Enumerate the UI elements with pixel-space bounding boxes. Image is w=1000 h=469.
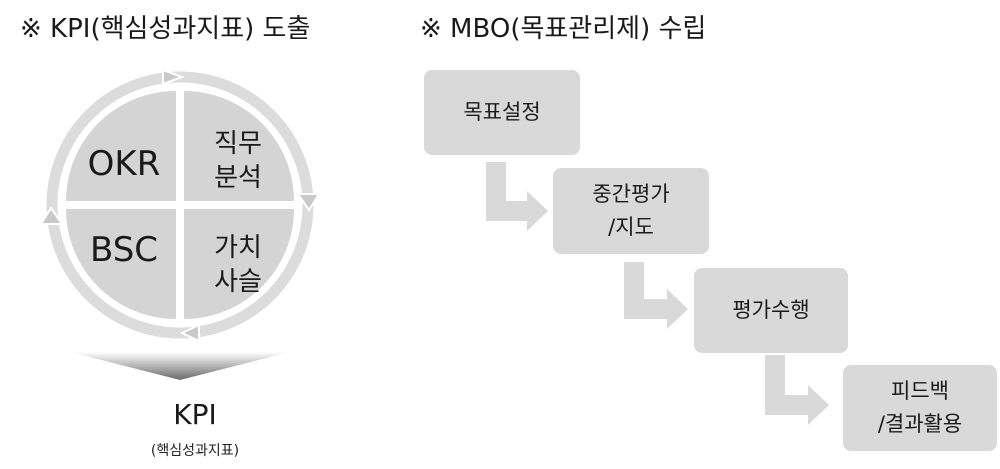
cycle-arrowhead-top: [162, 68, 185, 86]
kpi-funnel-arrow: [70, 352, 290, 380]
step-4-line-2: /결과활용: [877, 412, 963, 436]
step-2-line-2: /지도: [608, 215, 654, 239]
step-arrow-1: [486, 162, 548, 231]
kpi-label: KPI: [173, 398, 217, 431]
kpi-sublabel: (핵심성과지표): [150, 443, 240, 459]
step-box-goal-setting: 목표설정: [424, 70, 580, 155]
cycle-arrowhead-left: [39, 206, 64, 225]
step-4-line-1: 피드백: [891, 379, 949, 404]
mbo-section-title: ※ MBO(목표관리제) 수립: [420, 14, 707, 44]
step-box-feedback: 피드백 /결과활용: [843, 365, 997, 451]
value-chain-line-1: 가치: [214, 233, 262, 263]
cycle-arrowhead-right: [296, 193, 321, 212]
step-1-line-1: 목표설정: [463, 100, 541, 125]
job-analysis-line-1: 직무: [214, 129, 262, 159]
quadrant-job-analysis-bg: [184, 91, 294, 201]
job-analysis-label: 직무 분석: [186, 128, 290, 196]
job-analysis-line-2: 분석: [214, 162, 262, 193]
step-2-line-1: 중간평가: [592, 182, 670, 207]
kpi-section-title: ※ KPI(핵심성과지표) 도출: [20, 14, 311, 44]
value-chain-line-2: 사슬: [214, 266, 262, 297]
step-box-midterm-review: 중간평가 /지도: [553, 168, 709, 254]
step-arrow-2: [624, 262, 688, 329]
step-arrow-3: [765, 355, 829, 425]
quadrant-bsc-bg: [66, 209, 176, 319]
bsc-label: BSC: [89, 230, 159, 270]
value-chain-label: 가치 사슬: [186, 232, 290, 300]
quadrant-okr-bg: [66, 91, 176, 201]
okr-label: OKR: [87, 144, 161, 184]
step-box-evaluation: 평가수행: [694, 268, 848, 353]
quadrant-value-chain-bg: [184, 209, 294, 319]
step-3-line-1: 평가수행: [732, 298, 810, 323]
cycle-arrowhead-bottom: [179, 323, 200, 343]
